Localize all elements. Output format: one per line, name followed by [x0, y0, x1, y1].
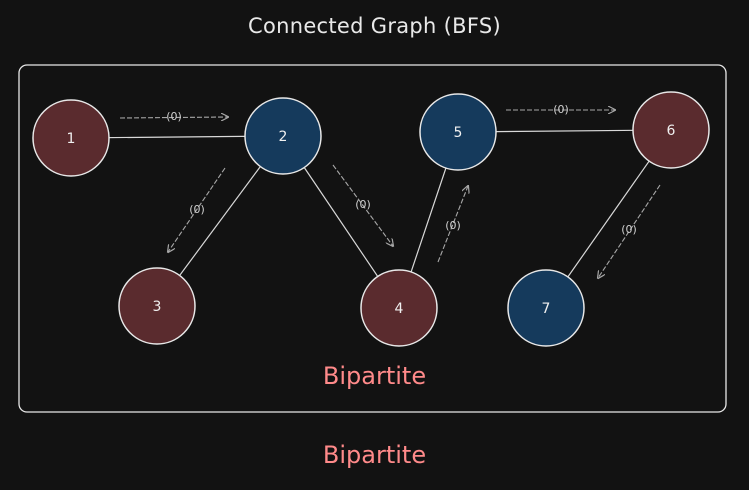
traversal-arrow-6-7: [598, 184, 661, 278]
node-label-4: 4: [395, 301, 404, 317]
node-3: 3: [118, 267, 196, 345]
node-label-6: 6: [667, 123, 676, 139]
node-circle-4: [360, 269, 438, 347]
node-circle-7: [507, 269, 585, 347]
traversal-label-2-3: (0): [189, 203, 205, 216]
traversal-arrows-layer: (0) (0) (0) (0) (0) (0): [119, 103, 661, 278]
node-circle-3: [118, 267, 196, 345]
node-label-3: 3: [153, 299, 162, 315]
node-6: 6: [632, 91, 710, 169]
node-label-7: 7: [542, 301, 551, 317]
node-2: 2: [244, 97, 322, 175]
node-5: 5: [419, 93, 497, 171]
bipartite-result-caption: Bipartite: [322, 441, 427, 469]
traversal-label-2-4: (0): [355, 198, 371, 211]
node-circle-1: [32, 99, 110, 177]
bipartite-result-label: Bipartite: [322, 362, 427, 390]
traversal-label-5-6: (0): [553, 103, 569, 116]
nodes-layer: 1 2 3 4 5 6 7: [32, 91, 710, 347]
node-1: 1: [32, 99, 110, 177]
graph-frame: [18, 64, 727, 413]
node-label-5: 5: [454, 125, 463, 141]
traversal-arrow-2-4: [332, 164, 393, 246]
diagram-title: Connected Graph (BFS): [248, 14, 501, 38]
node-label-2: 2: [279, 129, 288, 145]
node-label-1: 1: [67, 131, 76, 147]
traversal-arrow-2-3: [168, 167, 226, 252]
node-7: 7: [507, 269, 585, 347]
traversal-label-4-5: (0): [445, 219, 461, 232]
traversal-label-6-7: (0): [621, 223, 637, 236]
node-4: 4: [360, 269, 438, 347]
traversal-arrow-1-2: [119, 117, 228, 118]
node-circle-6: [632, 91, 710, 169]
node-circle-5: [419, 93, 497, 171]
node-circle-2: [244, 97, 322, 175]
traversal-label-1-2: (0): [166, 110, 182, 123]
